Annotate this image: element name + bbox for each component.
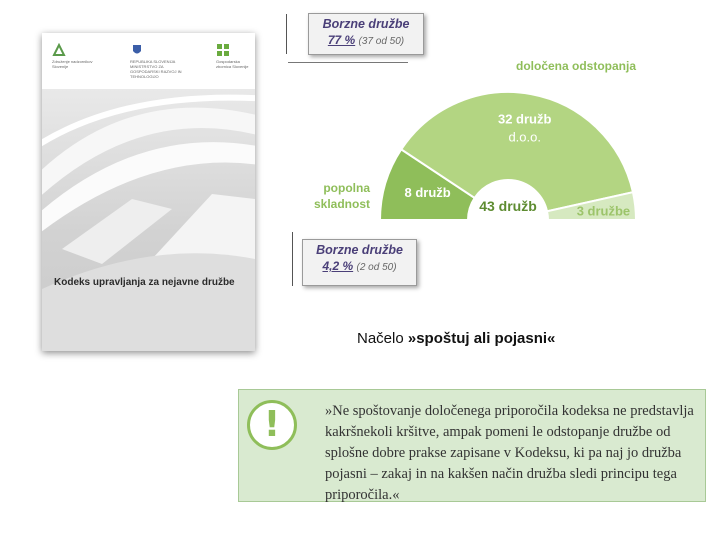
ministry-logo: REPUBLIKA SLOVENIJA MINISTRSTVO ZA GOSPO… xyxy=(130,43,190,79)
principle-name: »spoštuj ali pojasni« xyxy=(407,330,556,347)
callout-borzne-top: Borzne družbe 77 % (37 od 50) xyxy=(308,13,424,55)
cover-art xyxy=(42,89,255,351)
gzs-logo: Gospodarska zbornica Slovenije xyxy=(216,43,252,69)
exclamation-icon: ! xyxy=(247,400,297,450)
principle-heading: Načelo »spoštuj ali pojasni« xyxy=(357,330,555,347)
label-dolocena-odstopanja: določena odstopanja xyxy=(516,59,637,73)
callout-top-bracket xyxy=(286,14,287,54)
callout-bottom-count: (2 od 50) xyxy=(356,262,397,273)
segment-label-dolocena-odstopanja-doo: 32 družb xyxy=(498,112,552,127)
zns-logo: Združenje nadzornikov Slovenije xyxy=(52,43,104,69)
callout-top-connector xyxy=(288,62,408,63)
callout-bottom-title: Borzne družbe xyxy=(316,243,403,257)
callout-bottom-bracket xyxy=(292,232,293,286)
label-popolna-line1: popolna xyxy=(323,181,370,195)
zns-logo-icon xyxy=(52,43,66,56)
callout-bottom-percent: 4,2 % xyxy=(322,259,354,273)
segment-label-popolna-skladnost: 8 družb xyxy=(405,185,451,200)
callout-top-title: Borzne družbe xyxy=(322,17,410,31)
segment-dolocena-odstopanja-dd xyxy=(545,190,638,220)
abstract-architecture-image xyxy=(42,94,255,351)
coat-of-arms-icon xyxy=(133,45,141,54)
callout-top-percent: 77 % xyxy=(327,33,356,47)
principle-prefix: Načelo xyxy=(357,330,408,347)
segment-sublabel-dolocena-odstopanja-doo: d.o.o. xyxy=(508,130,541,145)
segment-label-dolocena-odstopanja-dd: 3 družbe xyxy=(577,204,630,219)
label-popolna-line2: skladnost xyxy=(313,197,370,211)
callout-borzne-bottom: Borzne družbe 4,2 % (2 od 50) xyxy=(302,239,417,286)
gzs-logo-icon xyxy=(217,44,229,56)
gzs-logo-text: Gospodarska zbornica Slovenije xyxy=(216,59,249,69)
callout-bottom-value: 4,2 % (2 od 50) xyxy=(303,259,416,273)
kodeks-booklet-cover: Združenje nadzornikov Slovenije REPUBLIK… xyxy=(42,33,255,351)
label-popolna-skladnost: popolna skladnost xyxy=(300,180,370,212)
quote-text: »Ne spoštovanje določenega priporočila k… xyxy=(325,403,694,503)
callout-top-value: 77 % (37 od 50) xyxy=(309,33,423,47)
zns-logo-text: Združenje nadzornikov Slovenije xyxy=(52,59,93,69)
ministry-logo-text: REPUBLIKA SLOVENIJA MINISTRSTVO ZA GOSPO… xyxy=(130,59,182,79)
segment-dolocena-odstopanja-doo xyxy=(399,91,635,213)
cover-title: Kodeks upravljanja za nejavne družbe xyxy=(54,277,235,288)
center-total-label: 43 družb xyxy=(479,198,537,214)
cover-header: Združenje nadzornikov Slovenije REPUBLIK… xyxy=(42,33,255,89)
callout-top-count: (37 od 50) xyxy=(358,36,405,47)
quote-box: ! »Ne spoštovanje določenega priporočila… xyxy=(238,389,706,503)
